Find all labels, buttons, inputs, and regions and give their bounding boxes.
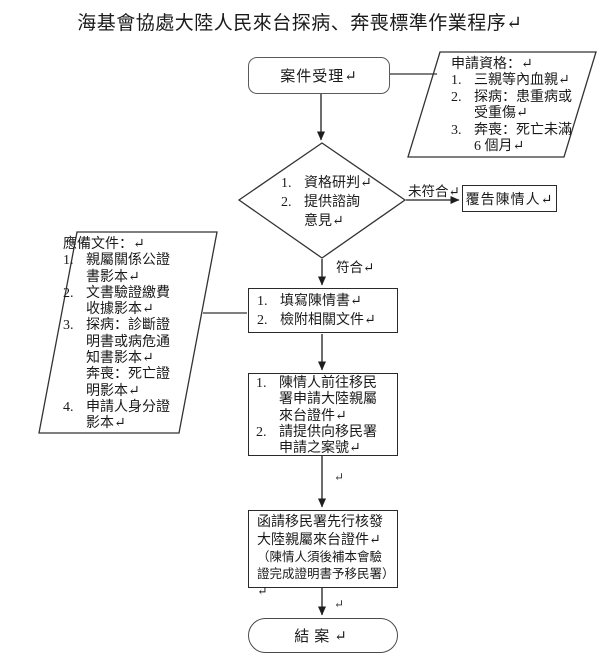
node-reply-petitioner-label: 覆告陳情人↵	[465, 192, 554, 208]
node-request-issuance-main: 函請移民署先行核發 大陸親屬來台證件↵	[257, 515, 383, 548]
list-item: 2. 提供諮詢 意見↵	[281, 195, 360, 229]
node-case-acceptance-label: 案件受理↵	[280, 69, 358, 85]
decision-diamond-shape	[237, 142, 407, 259]
node-reply-petitioner: 覆告陳情人↵	[462, 185, 557, 212]
list-item: 1. 親屬關係公證 書影本↵	[63, 253, 170, 285]
documents-note: 應備文件：↵ 1. 親屬關係公證 書影本↵ 2. 文書驗證繳費 收據影本↵ 3.…	[63, 237, 208, 433]
branch-label-qualified: 符合↵	[336, 260, 375, 275]
documents-parallelogram-shape	[38, 231, 218, 434]
list-item: 3. 奔喪：死亡未滿 6 個月↵	[451, 122, 572, 155]
list-item: 2. 請提供向移民署 申請之案號↵	[256, 424, 377, 457]
node-case-acceptance: 案件受理↵	[248, 57, 390, 94]
node-case-closed: 結案↵	[248, 618, 398, 653]
list-item: 1. 陳情人前往移民 署申請大陸親屬 來台證件↵	[256, 376, 377, 424]
list-item: 1. 三親等內血親↵	[451, 73, 570, 89]
paragraph-mark: ↵	[334, 470, 345, 484]
paragraph-mark: ↵	[334, 597, 345, 611]
node-fill-petition: 1. 填寫陳情書↵ 2. 檢附相關文件↵	[248, 288, 398, 333]
list-item: 1. 資格研判↵	[281, 176, 372, 191]
list-item: 2. 檢附相關文件↵	[257, 313, 376, 328]
list-item: 3. 探病：診斷證 明書或病危通 知書影本↵ 奔喪：死亡證 明影本↵	[63, 318, 170, 399]
node-request-issuance-note: （陳情人須後補本會驗 證完成證明書予移民署）↵	[257, 550, 395, 598]
qualifications-header: 申請資格：↵	[451, 57, 533, 72]
list-item: 1. 填寫陳情書↵	[257, 294, 362, 309]
documents-header: 應備文件：↵	[63, 237, 145, 252]
qualifications-note: 申請資格：↵ 1. 三親等內血親↵ 2. 探病：患重病或 受重傷↵ 3. 奔喪：…	[451, 57, 586, 155]
node-request-issuance: 函請移民署先行核發 大陸親屬來台證件↵ （陳情人須後補本會驗 證完成證明書予移民…	[248, 510, 398, 598]
list-item: 2. 探病：患重病或 受重傷↵	[451, 89, 572, 122]
node-case-closed-label: 結案↵	[294, 629, 352, 645]
decision-node-text: 1. 資格研判↵ 2. 提供諮詢 意見↵	[281, 174, 391, 231]
list-item: 4. 申請人身分證 影本↵	[63, 399, 170, 432]
branch-label-not-qualified: 未符合↵	[408, 184, 460, 199]
qualifications-parallelogram-shape	[407, 51, 597, 158]
page-title: 海基會協處大陸人民來台探病、奔喪標準作業程序↵	[77, 13, 523, 34]
list-item: 2. 文書驗證繳費 收據影本↵	[63, 285, 170, 318]
node-apply-immigration: 1. 陳情人前往移民 署申請大陸親屬 來台證件↵ 2. 請提供向移民署 申請之案…	[248, 373, 398, 456]
